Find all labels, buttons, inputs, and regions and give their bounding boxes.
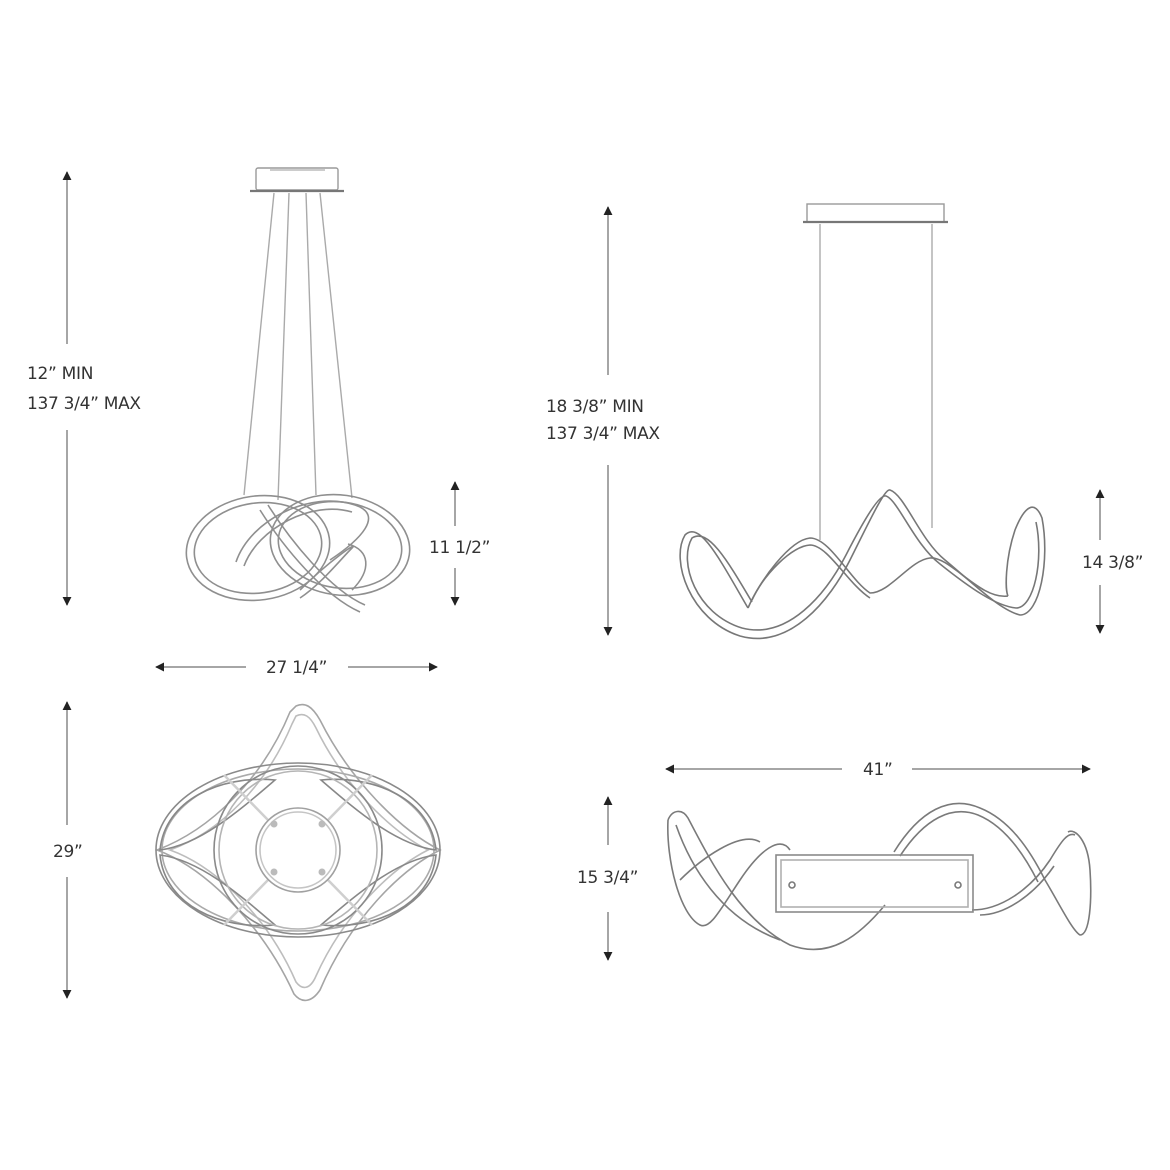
round-pendant-top-view	[154, 703, 442, 1002]
suspension-cables	[243, 192, 353, 501]
linear-pendant-side-view	[679, 203, 1046, 639]
mounting-screw	[954, 881, 962, 889]
knot-ribbon	[185, 493, 411, 613]
mounting-screws	[270, 820, 326, 876]
linear-pendant-top-view	[667, 802, 1092, 951]
left-fixture-height-label: 11 1/2”	[429, 538, 491, 558]
right-fixture-height-label: 14 3/8”	[1082, 553, 1144, 573]
round-pendant-side-view	[185, 167, 411, 613]
left-depth-label: 29”	[53, 842, 83, 862]
canopy-top	[255, 807, 341, 893]
canopy	[806, 203, 945, 223]
right-overall-height-max-label: 137 3/4” MAX	[546, 424, 660, 444]
suspension-cables	[819, 224, 933, 540]
wave-ribbon	[679, 489, 1046, 639]
canopy-top	[775, 854, 974, 913]
left-overall-height-max-label: 137 3/4” MAX	[27, 394, 141, 414]
canopy	[255, 167, 339, 191]
left-width-label: 27 1/4”	[266, 658, 328, 678]
right-width-label: 41”	[863, 760, 893, 780]
right-overall-height-min-label: 18 3/8” MIN	[546, 397, 644, 417]
left-overall-height-min-label: 12” MIN	[27, 364, 94, 384]
mounting-screw	[788, 881, 796, 889]
right-depth-label: 15 3/4”	[577, 868, 639, 888]
